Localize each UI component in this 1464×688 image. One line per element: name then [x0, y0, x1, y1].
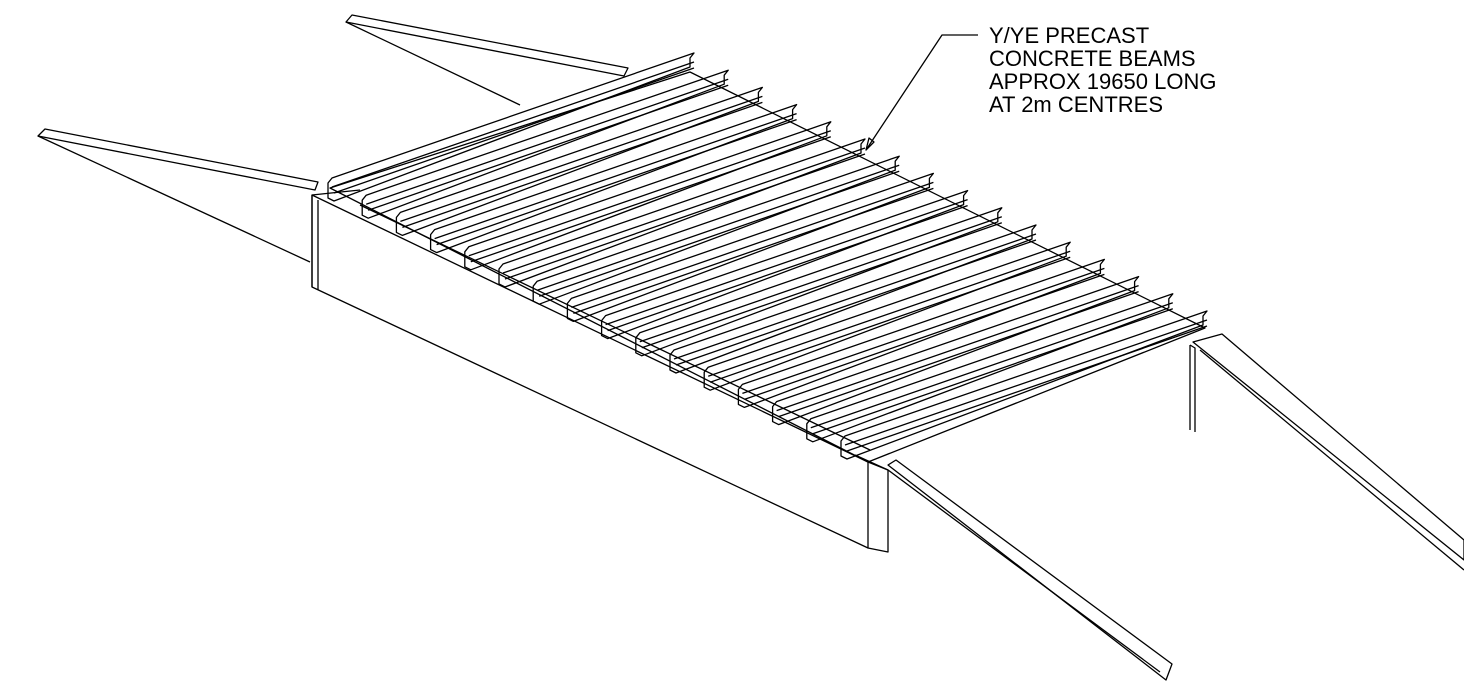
precast-beam	[600, 189, 969, 340]
wing-wall-near-left	[37, 128, 319, 263]
precast-beam	[806, 293, 1174, 443]
precast-beam	[737, 258, 1106, 409]
leader-arrow	[865, 34, 978, 151]
beam-annotation: Y/YE PRECAST CONCRETE BEAMS APPROX 19650…	[989, 24, 1216, 116]
precast-beam	[566, 172, 935, 323]
abutment-block	[311, 189, 889, 553]
precast-beam	[703, 241, 1071, 391]
precast-beam	[464, 121, 832, 271]
precast-beam	[635, 207, 1003, 357]
wing-wall-near-right	[887, 459, 1173, 681]
annotation-line-3: APPROX 19650 LONG	[989, 69, 1217, 94]
annotation-line-4: AT 2m CENTRES	[989, 92, 1163, 117]
precast-beams	[327, 52, 1208, 460]
precast-beam	[669, 224, 1037, 374]
annotation-line-2: CONCRETE BEAMS	[989, 46, 1196, 71]
precast-beam	[395, 86, 764, 237]
precast-beam	[771, 275, 1140, 426]
annotation-line-1: Y/YE PRECAST	[989, 23, 1150, 48]
precast-beam	[327, 52, 695, 202]
precast-beam	[532, 155, 900, 305]
wing-wall-far-left	[345, 14, 629, 106]
precast-beam	[429, 103, 798, 254]
precast-beam	[840, 310, 1208, 460]
precast-beam	[361, 69, 729, 219]
precast-beam	[498, 138, 866, 288]
support-right	[1189, 333, 1464, 571]
